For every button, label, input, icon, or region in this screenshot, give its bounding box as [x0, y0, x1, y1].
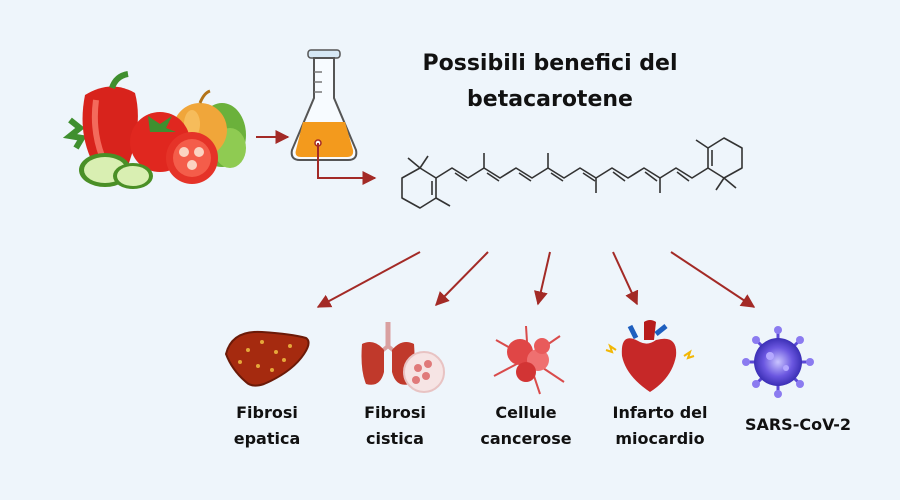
- virus-icon: [742, 326, 814, 398]
- heart-icon: [605, 320, 695, 392]
- diagram-title: Possibili benefici del betacarotene: [400, 46, 700, 118]
- label-line-1: SARS-CoV-2: [744, 415, 852, 434]
- betacarotene-molecule: [401, 137, 743, 209]
- title-line-1: Possibili benefici del: [422, 51, 678, 76]
- lungs-icon: [361, 322, 445, 393]
- label-fibrosi-epatica: Fibrosi epatica: [202, 400, 332, 452]
- label-cellule-cancerose: Cellule cancerose: [461, 400, 591, 452]
- cancer-cells-icon: [493, 325, 565, 395]
- label-line-1: Infarto del: [612, 403, 708, 422]
- title-line-2: betacarotene: [467, 87, 633, 112]
- label-fibrosi-cistica: Fibrosi cistica: [330, 400, 460, 452]
- arrow-to-molecule: [317, 143, 377, 185]
- flask-icon: [290, 49, 358, 161]
- label-infarto-miocardio: Infarto del miocardio: [595, 400, 725, 452]
- label-sars-cov-2: SARS-CoV-2: [733, 412, 863, 438]
- label-line-2: cancerose: [480, 429, 572, 448]
- label-line-1: Fibrosi: [236, 403, 298, 422]
- label-line-2: epatica: [233, 429, 301, 448]
- liver-icon: [224, 330, 310, 387]
- label-line-1: Cellule: [495, 403, 557, 422]
- outcome-arrows: [316, 251, 756, 308]
- label-line-2: cistica: [366, 429, 424, 448]
- label-line-2: miocardio: [615, 429, 705, 448]
- vegetables-icon: [62, 71, 246, 189]
- label-line-1: Fibrosi: [364, 403, 426, 422]
